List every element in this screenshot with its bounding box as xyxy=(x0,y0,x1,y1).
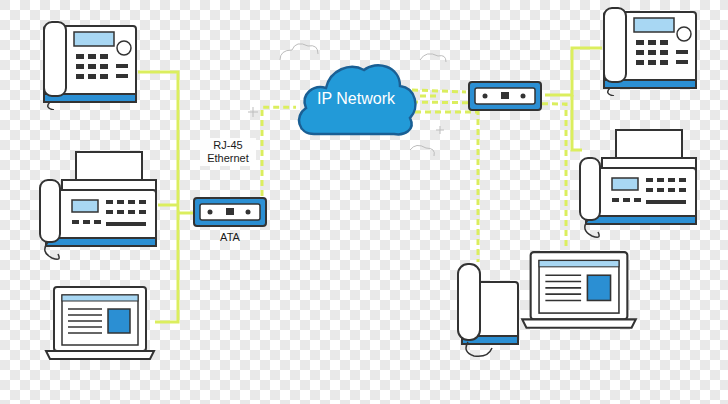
ata-device xyxy=(192,196,268,228)
device-label: ATA xyxy=(192,231,268,244)
network-cloud: IP Network xyxy=(292,58,420,140)
adapter-box: ATA xyxy=(192,196,268,244)
cloud-label: IP Network xyxy=(292,58,420,140)
ethernet-link xyxy=(262,107,296,196)
link-label: RJ-45 Ethernet xyxy=(200,138,256,166)
